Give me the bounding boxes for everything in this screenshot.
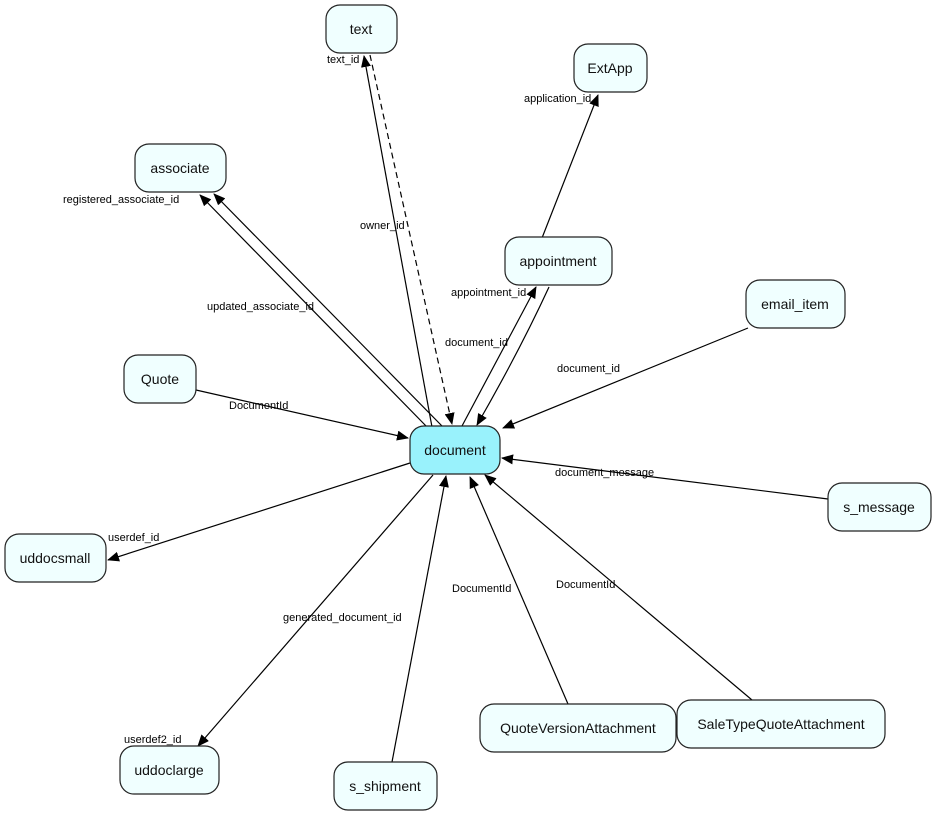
- label-application-id: application_id: [524, 93, 591, 105]
- label-appointment-document-id: document_id: [445, 337, 508, 349]
- label-registered-associate-id: registered_associate_id: [63, 194, 179, 206]
- node-quote[interactable]: Quote: [123, 354, 197, 404]
- node-sale-type-quote-attachment[interactable]: SaleTypeQuoteAttachment: [676, 699, 886, 749]
- edge-document-uddoclarge: [197, 474, 434, 747]
- edge-appointment-document: [476, 286, 550, 426]
- svg-text:s_shipment: s_shipment: [349, 778, 421, 794]
- svg-text:text: text: [350, 21, 373, 37]
- label-userdef-id: userdef_id: [108, 532, 159, 544]
- svg-text:appointment: appointment: [519, 253, 596, 269]
- edge-quote-document: [195, 389, 409, 441]
- node-extapp[interactable]: ExtApp: [573, 43, 648, 93]
- edge-email-document: [502, 327, 749, 429]
- label-qva-documentid: DocumentId: [452, 583, 511, 595]
- node-quote-version-attachment[interactable]: QuoteVersionAttachment: [479, 703, 677, 753]
- edge-document-text: [361, 55, 433, 428]
- label-generated-document-id: generated_document_id: [283, 612, 402, 624]
- svg-text:uddoclarge: uddoclarge: [134, 762, 203, 778]
- svg-text:ExtApp: ExtApp: [587, 60, 632, 76]
- svg-text:document: document: [424, 442, 486, 458]
- node-document[interactable]: document: [409, 425, 501, 475]
- node-appointment[interactable]: appointment: [504, 236, 613, 286]
- edge-stqa-document: [484, 474, 753, 701]
- node-uddocsmall[interactable]: uddocsmall: [4, 533, 107, 583]
- edge-labels: text_id owner_id registered_associate_id…: [63, 54, 654, 746]
- svg-text:QuoteVersionAttachment: QuoteVersionAttachment: [500, 720, 656, 736]
- node-s-shipment[interactable]: s_shipment: [333, 761, 438, 811]
- label-appointment-id: appointment_id: [451, 287, 526, 299]
- label-stqa-documentid: DocumentId: [556, 579, 615, 591]
- node-uddoclarge[interactable]: uddoclarge: [119, 745, 220, 795]
- label-email-document-id: document_id: [557, 363, 620, 375]
- edge-appointment-extapp: [541, 94, 599, 239]
- edge-qva-document: [469, 476, 569, 705]
- edge-document-uddocsmall: [107, 462, 411, 562]
- edges: [107, 54, 829, 763]
- node-email-item[interactable]: email_item: [745, 279, 846, 329]
- edge-sshipment-document: [391, 475, 449, 763]
- label-text-id: text_id: [327, 54, 359, 66]
- svg-text:associate: associate: [150, 160, 209, 176]
- edge-document-associate-updated: [213, 193, 443, 427]
- svg-text:SaleTypeQuoteAttachment: SaleTypeQuoteAttachment: [697, 716, 864, 732]
- svg-text:email_item: email_item: [761, 296, 829, 312]
- edge-text-document-owner: [369, 54, 455, 425]
- label-document-message: document_message: [555, 467, 654, 479]
- edge-document-associate-registered: [199, 194, 429, 429]
- node-associate[interactable]: associate: [134, 143, 227, 193]
- svg-text:s_message: s_message: [843, 499, 915, 515]
- label-updated-associate-id: updated_associate_id: [207, 301, 314, 313]
- label-quote-documentid: DocumentId: [229, 400, 288, 412]
- node-text[interactable]: text: [325, 4, 398, 54]
- svg-text:uddocsmall: uddocsmall: [20, 550, 91, 566]
- edge-document-appointment: [461, 286, 537, 427]
- label-userdef2-id: userdef2_id: [124, 734, 182, 746]
- edge-smessage-document: [501, 454, 829, 500]
- svg-text:Quote: Quote: [141, 371, 179, 387]
- node-s-message[interactable]: s_message: [827, 482, 932, 532]
- label-owner-id: owner_id: [360, 220, 405, 232]
